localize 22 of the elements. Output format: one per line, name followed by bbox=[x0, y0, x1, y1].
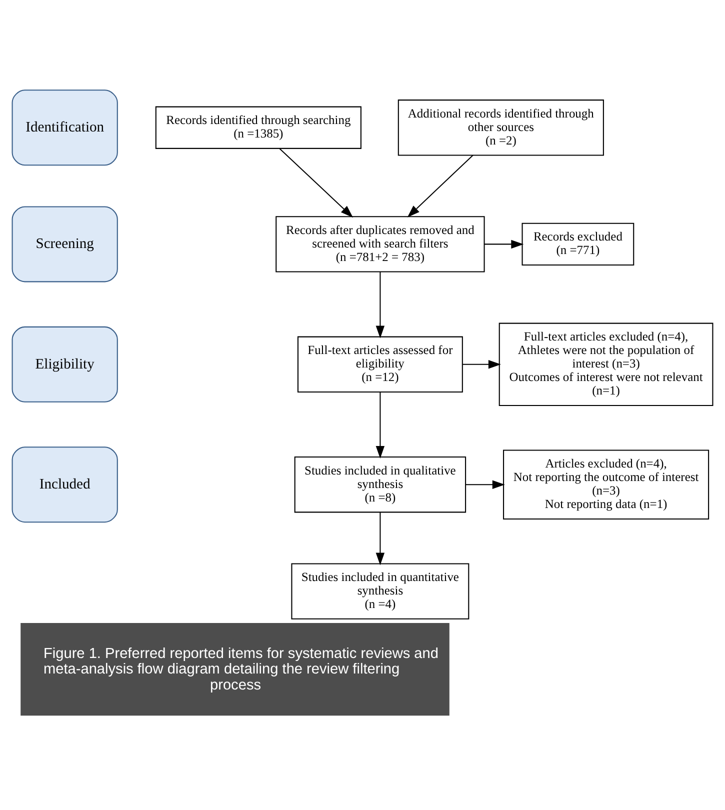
node-box: Full-text articles assessed for eligibility (n =12) bbox=[297, 336, 463, 392]
arrow bbox=[407, 154, 474, 218]
arrow bbox=[376, 512, 385, 566]
node-box: Full-text articles excluded (n=4), Athletes were not the population of interest (n=3) Outcomes of interest were not relevant (n=1) bbox=[498, 322, 714, 406]
node-box: Included bbox=[12, 446, 118, 523]
node-box: Records excluded (n =771) bbox=[522, 222, 634, 266]
node-box: Studies included in qualitative synthesis (n =8) bbox=[294, 456, 466, 513]
arrow bbox=[466, 480, 505, 489]
node-box: Studies included in quantitative synthesis (n =4) bbox=[291, 563, 470, 620]
node-box: Records identified through searching (n =1385) bbox=[155, 106, 362, 149]
node-box: Additional records identified through other sources (n =2) bbox=[398, 100, 604, 156]
node-box: Records after duplicates removed and screened with search filters (n =781+2 = 783) bbox=[276, 216, 485, 272]
node-box: Articles excluded (n=4), Not reporting the outcome of interest (n=3) Not reporting data (n=1) bbox=[503, 450, 710, 520]
caption: Figure 1. Preferred reported items for systematic reviews and meta-analysis flow diagram detailing the review filtering process bbox=[44, 646, 438, 694]
arrow bbox=[279, 148, 354, 218]
arrow bbox=[484, 240, 524, 249]
arrow bbox=[462, 360, 501, 369]
node-box: Eligibility bbox=[12, 326, 118, 402]
arrow bbox=[376, 392, 385, 458]
node-box: Screening bbox=[12, 206, 118, 282]
node-box: Identification bbox=[12, 90, 118, 166]
arrow bbox=[376, 272, 385, 338]
